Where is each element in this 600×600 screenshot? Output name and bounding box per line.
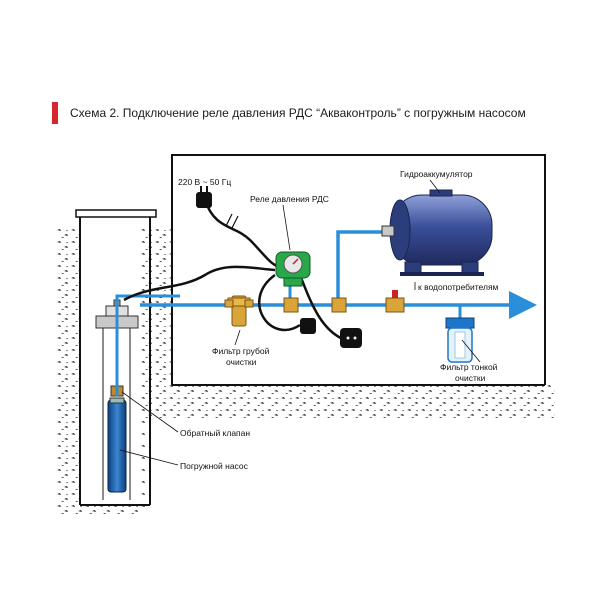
- label-relay: Реле давления РДС: [250, 194, 329, 204]
- house-outline: [171, 154, 546, 386]
- leader-lines: [119, 179, 481, 466]
- label-check-valve: Обратный клапан: [180, 428, 250, 438]
- pressure-relay: [275, 251, 311, 287]
- ground: [55, 228, 555, 515]
- coarse-filter: [224, 295, 254, 327]
- accumulator-tank: [381, 189, 493, 276]
- well-riser-pipe: [115, 294, 180, 396]
- label-fine-filter-1: Фильтр тонкой: [440, 362, 498, 372]
- power-cable: [196, 186, 283, 270]
- well: [75, 209, 157, 506]
- pipe-fittings: [283, 290, 405, 313]
- submersible-pump: [107, 397, 127, 493]
- label-coarse-filter-1: Фильтр грубой: [212, 346, 270, 356]
- label-to-consumers: к водопотребителям: [418, 282, 499, 292]
- label-coarse-filter-2: очистки: [226, 357, 257, 367]
- title-accent-bar: [52, 102, 58, 124]
- page-title: Схема 2. Подключение реле давления РДС “…: [70, 106, 526, 120]
- label-power: 220 В ~ 50 Гц: [178, 177, 231, 187]
- label-pump: Погружной насос: [180, 461, 249, 471]
- pump-cable: [123, 265, 346, 342]
- label-accumulator: Гидроаккумулятор: [400, 169, 473, 179]
- fine-filter: [445, 317, 475, 363]
- socket: [300, 318, 362, 348]
- label-fine-filter-2: очистки: [455, 373, 486, 383]
